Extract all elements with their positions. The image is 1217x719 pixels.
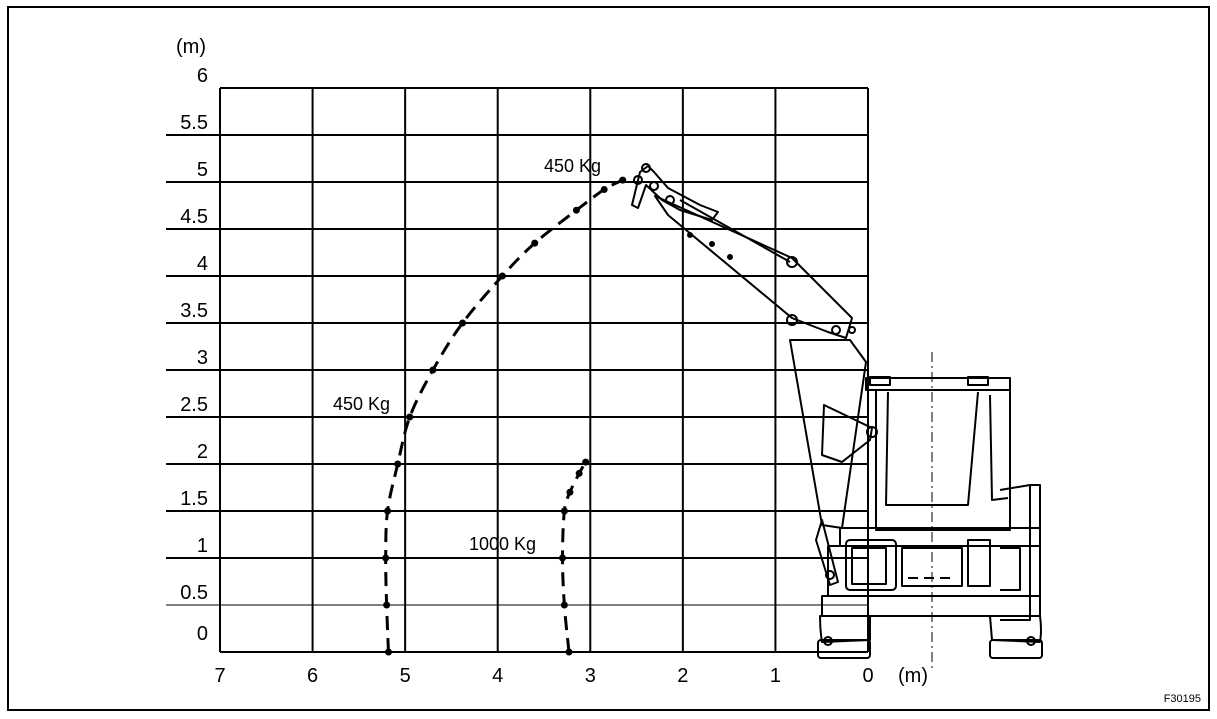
y-tick-label: 0 — [197, 623, 208, 645]
series-point-0 — [572, 206, 580, 214]
y-tick-label: 6 — [197, 65, 208, 87]
label-450kg-left: 450 Kg — [333, 394, 390, 414]
y-tick-label: 4 — [197, 253, 208, 275]
backhoe-loader-illustration — [631, 163, 1043, 668]
chart-grid — [166, 87, 869, 653]
y-tick-label: 1 — [197, 535, 208, 557]
x-tick-label: 3 — [585, 665, 596, 687]
series-point-0 — [600, 186, 608, 194]
x-tick-label: 1 — [770, 665, 781, 687]
x-tick-label: 6 — [307, 665, 318, 687]
series-point-0 — [429, 366, 437, 374]
y-tick-label: 2 — [197, 441, 208, 463]
y-tick-label: 1.5 — [180, 488, 208, 510]
series-point-0 — [406, 413, 414, 421]
x-tick-label: 5 — [400, 665, 411, 687]
series-point-0 — [619, 176, 627, 184]
series-point-0 — [459, 319, 467, 327]
x-tick-label: 2 — [677, 665, 688, 687]
y-axis-ticks: 0 0.5 1 1.5 2 2.5 3 3.5 4 4.5 5 5.5 6 — [180, 65, 208, 645]
y-tick-label: 3.5 — [180, 300, 208, 322]
y-tick-label: 0.5 — [180, 582, 208, 604]
series-point-1 — [560, 601, 568, 609]
x-tick-label: 4 — [492, 665, 503, 687]
series-point-1 — [560, 507, 568, 515]
series-point-0 — [382, 554, 390, 562]
chart-series — [382, 176, 627, 656]
series-point-1 — [575, 469, 583, 477]
figure-code: F30195 — [1163, 693, 1201, 705]
x-axis-ticks: 7 6 5 4 3 2 1 0 — [214, 665, 873, 687]
y-tick-label: 3 — [197, 347, 208, 369]
series-point-1 — [582, 458, 590, 466]
label-1000kg: 1000 Kg — [469, 534, 536, 554]
series-point-0 — [383, 601, 391, 609]
y-tick-label: 5.5 — [180, 112, 208, 134]
x-tick-label: 7 — [214, 665, 225, 687]
y-tick-label: 2.5 — [180, 394, 208, 416]
y-tick-label: 5 — [197, 159, 208, 181]
label-450kg-top: 450 Kg — [544, 156, 601, 176]
series-point-0 — [394, 460, 402, 468]
y-axis-unit: (m) — [176, 36, 206, 58]
x-axis-unit: (m) — [898, 665, 928, 687]
series-point-1 — [565, 648, 573, 656]
x-tick-label: 0 — [862, 665, 873, 687]
series-point-0 — [498, 272, 506, 280]
y-tick-label: 4.5 — [180, 206, 208, 228]
series-point-0 — [384, 507, 392, 515]
series-point-1 — [559, 554, 567, 562]
figure-frame — [7, 6, 1210, 711]
series-point-1 — [566, 488, 574, 496]
series-point-0 — [384, 648, 392, 656]
series-point-0 — [531, 239, 539, 247]
